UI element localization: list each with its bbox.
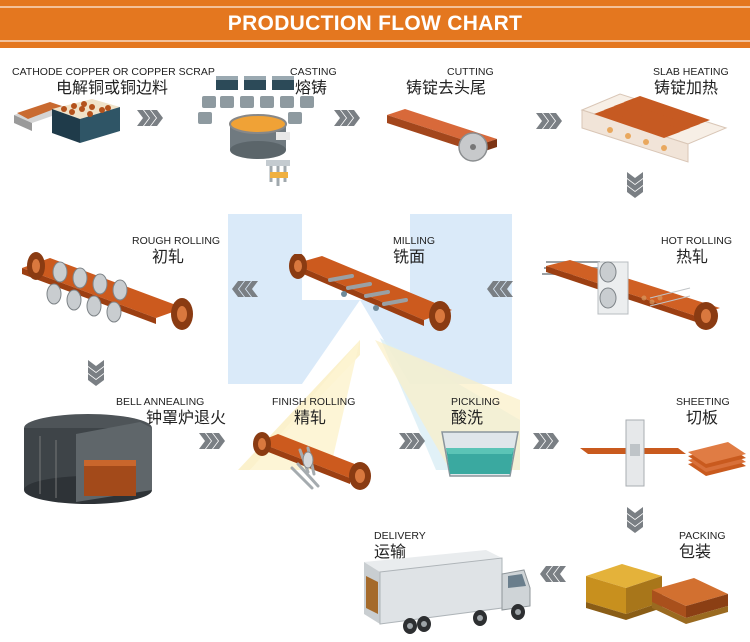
flow-arrow-icon: [540, 566, 566, 582]
finish-label-zh: 精轧: [294, 408, 327, 427]
sheeting-label-en: SHEETING: [676, 396, 730, 408]
milling-line-illustration: [289, 254, 452, 331]
title-bar: PRODUCTION FLOW CHART: [0, 0, 750, 48]
raw-label-en: CATHODE COPPER OR COPPER SCRAP: [12, 66, 215, 78]
casting-furnace-illustration: [198, 76, 314, 186]
bell-annealing-furnace-illustration: [24, 414, 152, 504]
milling-label-en: MILLING: [393, 235, 436, 247]
bell-label-en: BELL ANNEALING: [116, 396, 205, 408]
finish-label-en: FINISH ROLLING: [272, 396, 356, 408]
packing-label-en: PACKING: [679, 530, 726, 542]
raw-label-zh: 电解铜或铜边料: [56, 78, 169, 97]
flow-arrow-icon: [232, 281, 258, 297]
bell-label-zh: 钟罩炉退火: [146, 408, 227, 427]
flow-arrow-icon: [88, 360, 104, 386]
flow-arrow-icon: [627, 507, 643, 533]
cutting-label-en: CUTTING: [447, 66, 494, 78]
rough-rolling-mill-illustration: [22, 252, 193, 330]
casting-label-en: CASTING: [290, 66, 337, 78]
flow-arrow-icon: [334, 110, 360, 126]
flow-arrow-icon: [487, 281, 513, 297]
pickling-label-en: PICKLING: [451, 396, 501, 408]
copper-cathode-illustration: [14, 99, 120, 143]
page-title: PRODUCTION FLOW CHART: [227, 12, 523, 35]
hot-label-zh: 热轧: [676, 247, 709, 266]
slab-heating-furnace-illustration: [580, 93, 728, 163]
flow-arrow-icon: [533, 433, 559, 449]
rough-label-en: ROUGH ROLLING: [132, 235, 221, 247]
packing-label-zh: 包装: [679, 542, 712, 561]
delivery-label-zh: 运输: [374, 542, 407, 561]
packing-pallets-illustration: [586, 564, 728, 624]
slab-label-en: SLAB HEATING: [653, 66, 729, 78]
rough-label-zh: 初轧: [152, 247, 185, 266]
ingot-cutting-illustration: [387, 109, 497, 162]
flow-arrow-icon: [627, 172, 643, 198]
hot-label-en: HOT ROLLING: [661, 235, 732, 247]
flow-arrow-icon: [399, 433, 425, 449]
delivery-truck-illustration: [364, 550, 531, 634]
hot-rolling-mill-illustration: [542, 260, 720, 330]
slab-label-zh: 铸锭加热: [654, 78, 719, 97]
sheeting-cutter-illustration: [580, 419, 746, 487]
pickling-tank-illustration: [441, 431, 519, 477]
finish-rolling-mill-illustration: [253, 432, 371, 490]
cutting-label-zh: 铸锭去头尾: [406, 78, 487, 97]
flow-arrow-icon: [137, 110, 163, 126]
milling-label-zh: 铣面: [393, 247, 426, 266]
pickling-label-zh: 酸洗: [451, 408, 484, 427]
sheeting-label-zh: 切板: [686, 408, 719, 427]
flow-arrow-icon: [536, 113, 562, 129]
casting-label-zh: 熔铸: [295, 78, 328, 97]
delivery-label-en: DELIVERY: [374, 530, 426, 542]
flow-arrow-icon: [199, 433, 225, 449]
